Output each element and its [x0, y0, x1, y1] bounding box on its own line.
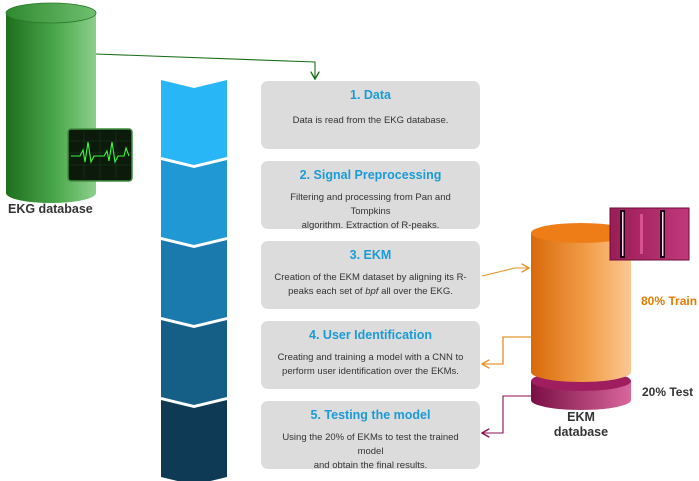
ekg-database-label: EKG database [8, 202, 93, 216]
step-ekm-desc-text: peaks each set of [288, 286, 366, 297]
ekm-database-label-line1: EKM [567, 410, 595, 424]
step-signal-preprocessing-box: 2. Signal Preprocessing Filtering and pr… [261, 161, 480, 231]
chevron-step-1 [161, 80, 227, 165]
step-ekm-desc: Creation of the EKM dataset by aligning … [269, 271, 472, 299]
chevron-step-5 [161, 400, 227, 481]
ekg-to-data-arrow [95, 53, 315, 78]
step-testing-desc: Using the 20% of EKMs to test the traine… [269, 431, 472, 473]
step-testing-box: 5. Testing the model Using the 20% of EK… [261, 401, 480, 471]
step-user-identification-desc-line: perform user identification over the EKM… [282, 366, 459, 377]
step-testing-title: 5. Testing the model [310, 408, 431, 422]
step-user-identification-desc: Creating and training a model with a CNN… [269, 351, 472, 379]
ekm-to-database-arrow [481, 268, 528, 277]
train-to-user-id-arrow [483, 336, 531, 364]
chevron-step-3 [161, 240, 227, 325]
chevron-step-2 [161, 160, 227, 245]
step-data-title: 1. Data [350, 88, 391, 102]
step-data-desc: Data is read from the EKG database. [269, 114, 472, 128]
step-user-identification-title: 4. User Identification [309, 328, 432, 342]
ekg-monitor-icon [67, 128, 133, 182]
step-data-desc-line: Data is read from the EKG database. [292, 115, 449, 126]
test-to-testing-arrow [483, 395, 531, 433]
step-signal-preprocessing-desc-line: Filtering and processing from Pan and To… [290, 192, 451, 217]
ekm-database-label-line2: database [553, 425, 609, 439]
step-ekm-desc-text: all over the EKG. [378, 286, 453, 297]
ekm-database-label: EKM database [543, 410, 619, 440]
step-user-identification-desc-line: Creating and training a model with a CNN… [277, 352, 464, 363]
step-ekm-desc-line: peaks each set of bpf all over the EKG. [269, 285, 472, 299]
test-split-label: 20% Test [642, 385, 694, 399]
step-ekm-desc-line: Creation of the EKM dataset by aligning … [274, 272, 467, 283]
ekm-database-cylinder [531, 223, 631, 410]
step-ekm-desc-bpf: bpf [365, 286, 379, 297]
step-testing-desc-line: and obtain the final results. [313, 460, 428, 471]
step-ekm-box: 3. EKM Creation of the EKM dataset by al… [261, 241, 480, 309]
step-user-identification-box: 4. User Identification Creating and trai… [261, 321, 480, 389]
ekm-heatmap-icon [609, 207, 690, 261]
chevron-step-4 [161, 320, 227, 405]
step-data-box: 1. Data Data is read from the EKG databa… [261, 81, 480, 149]
train-split-label: 80% Train [641, 294, 698, 308]
step-signal-preprocessing-desc-line: algorithm. Extraction of R-peaks. [301, 220, 440, 231]
chevron-stack [161, 80, 227, 481]
step-signal-preprocessing-desc: Filtering and processing from Pan and To… [269, 191, 472, 233]
step-signal-preprocessing-title: 2. Signal Preprocessing [299, 168, 442, 182]
step-ekm-title: 3. EKM [349, 248, 392, 262]
step-testing-desc-line: Using the 20% of EKMs to test the traine… [282, 432, 459, 457]
